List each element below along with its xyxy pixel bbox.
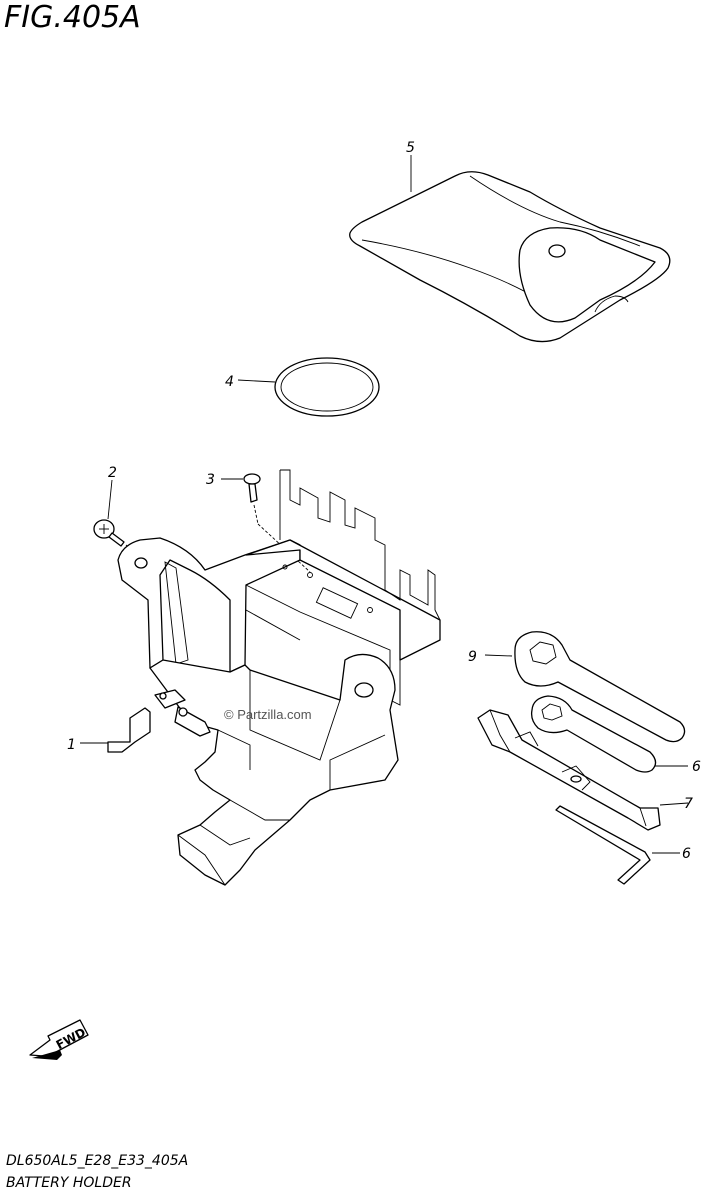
hex-key-part-6: [555, 805, 680, 885]
tool-bag-part-5: [349, 155, 671, 343]
handle-part-7: [477, 709, 689, 831]
callout-3: 3: [206, 472, 215, 488]
caption: BATTERY HOLDER: [6, 1175, 132, 1191]
callout-6-lower: 6: [682, 846, 691, 862]
callout-6-upper: 6: [692, 759, 701, 775]
fwd-arrow: [29, 1019, 89, 1060]
callout-4: 4: [225, 374, 234, 390]
callout-2: 2: [108, 465, 117, 481]
callout-9: 9: [468, 649, 477, 665]
figure-title: FIG.405A: [4, 0, 141, 35]
wrench-part-8: [530, 695, 688, 773]
o-ring-part-4: [237, 357, 380, 417]
watermark: © Partzilla.com: [224, 707, 312, 722]
battery-holder-part-1: [80, 469, 441, 886]
model-code: DL650AL5_E28_E33_405A: [6, 1153, 189, 1169]
callout-5: 5: [406, 140, 415, 156]
callout-1: 1: [67, 737, 76, 753]
box-wrench-part-9: [484, 631, 686, 743]
callout-7: 7: [684, 796, 693, 812]
